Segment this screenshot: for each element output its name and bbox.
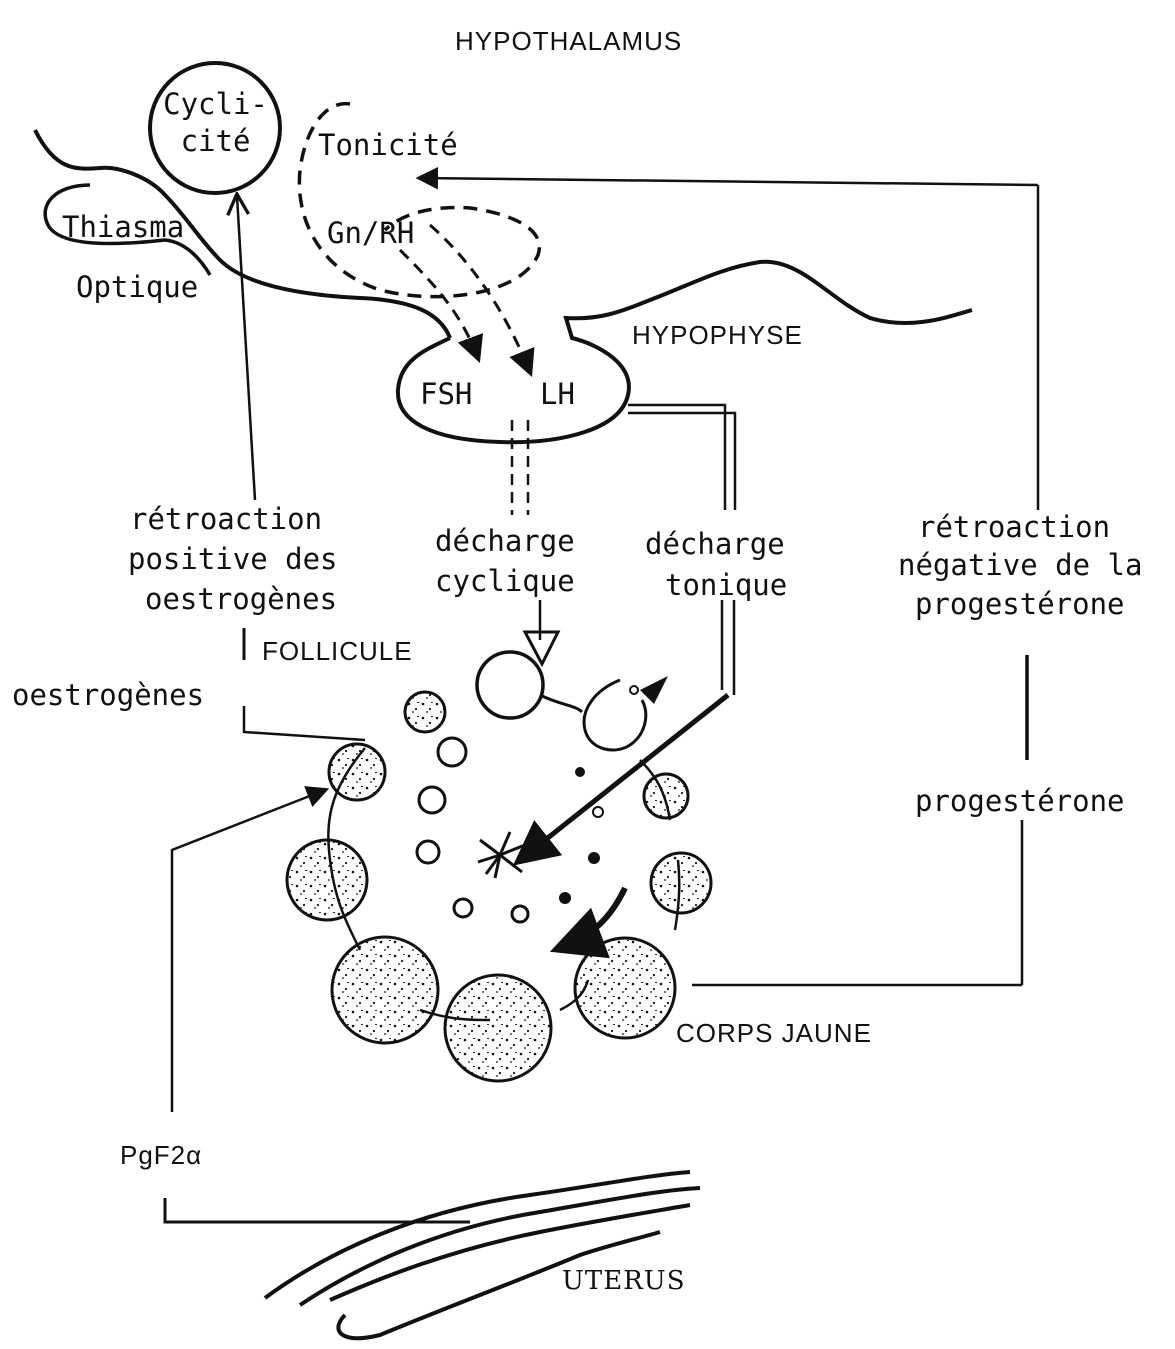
pos-feedback-up-line: [237, 196, 255, 500]
mature-follicle-stalk: [540, 695, 582, 712]
corpus-luteum-bottom-left: [332, 937, 438, 1043]
follicle-open-4: [454, 899, 472, 917]
pgf2a-label: PgF2α: [120, 1140, 202, 1171]
corps-jaune-label: CORPS JAUNE: [676, 1018, 872, 1049]
pituitary-outline: [398, 262, 972, 442]
negative-feedback-label-line3: progestérone: [915, 585, 1125, 623]
tonic-discharge-label-line2: tonique: [665, 566, 787, 604]
ovary-dot-2: [593, 807, 603, 817]
follicle-open-3: [417, 841, 439, 863]
lh-label: LH: [540, 375, 575, 413]
oestrogenes-label: oestrogènes: [12, 676, 204, 714]
corpus-luteum-left: [287, 840, 367, 920]
follicle-small-left: [329, 744, 385, 800]
positive-feedback-label-line2: positive des: [128, 540, 338, 578]
follicle-open-2: [419, 787, 445, 813]
follicle-open-1: [438, 738, 466, 766]
gnrh-label: Gn/RH: [327, 214, 414, 252]
follicle-small-top: [405, 692, 445, 732]
tonic-discharge-line-a: [628, 405, 725, 510]
mature-follicle: [477, 652, 543, 718]
egg-release-arrow: [640, 676, 668, 704]
optique-label: Optique: [76, 268, 198, 306]
uterus-label: UTERUS: [562, 1266, 686, 1296]
positive-feedback-label-line3: oestrogènes: [145, 580, 337, 618]
positive-feedback-label-line1: rétroaction: [130, 500, 322, 538]
corpus-luteum-upper-right: [644, 774, 688, 818]
pgf2a-up-arrow: [172, 790, 325, 1112]
tonic-to-ovulation-arrow: [520, 695, 728, 860]
corpus-luteum-right: [651, 853, 711, 913]
ovary-dot-4: [559, 892, 571, 904]
tonicite-label: Tonicité: [318, 126, 458, 164]
follicle-open-5: [512, 906, 528, 922]
oestrogen-line: [244, 706, 365, 740]
hypophyse-label: HYPOPHYSE: [632, 320, 803, 351]
corpus-luteum-bottom: [445, 975, 551, 1081]
ovary-dot-1: [575, 767, 585, 777]
cyclicite-label-line2: cité: [158, 122, 273, 160]
cyclic-discharge-label-line2: cyclique: [435, 562, 575, 600]
thiasma-label: Thiasma: [62, 208, 184, 246]
egg-small-1: [630, 686, 638, 694]
neg-feedback-top: [420, 178, 1038, 185]
negative-feedback-label-line1: rétroaction: [918, 508, 1110, 546]
negative-feedback-label-line2: négative de la: [898, 546, 1142, 584]
ovary-dot-3: [588, 852, 600, 864]
cyclic-discharge-label-line1: décharge: [435, 522, 575, 560]
ovulation-burst: [478, 832, 525, 878]
progesterone-label: progestérone: [915, 782, 1125, 820]
hypothalamus-label: HYPOTHALAMUS: [455, 26, 682, 57]
tonic-discharge-line-b: [628, 413, 735, 510]
tonic-discharge-label-line1: décharge: [645, 525, 785, 563]
cyclicite-label-line1: Cycli-: [158, 85, 273, 123]
ruptured-follicle: [584, 680, 646, 750]
corpus-luteum-bottom-right: [575, 938, 675, 1038]
fsh-label: FSH: [420, 375, 472, 413]
follicule-label: FOLLICULE: [262, 636, 413, 667]
